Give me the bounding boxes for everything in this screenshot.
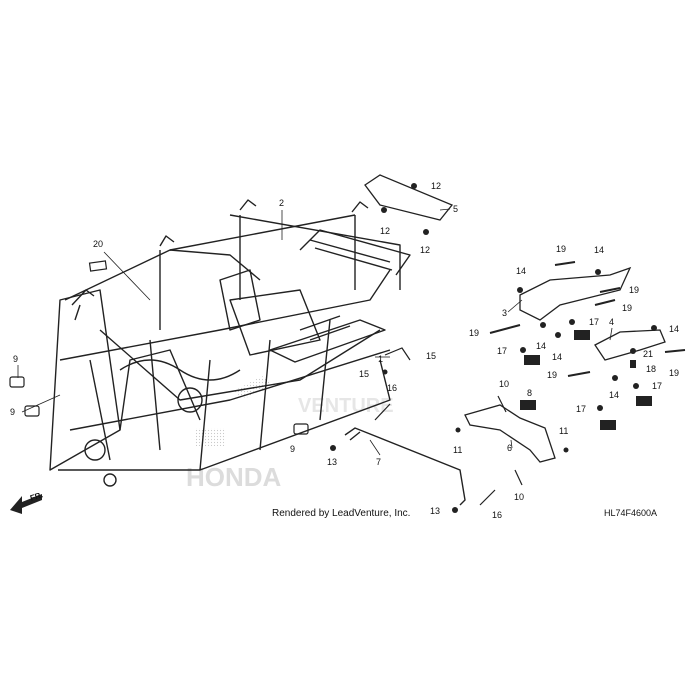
- callout-16-a: 16: [387, 383, 397, 393]
- callout-19-e: 19: [547, 370, 557, 380]
- part-9-bushing-right: [293, 423, 309, 435]
- callout-20: 20: [93, 239, 103, 249]
- part-16-bolt-lower: [479, 489, 496, 506]
- callout-4: 4: [609, 317, 614, 327]
- callout-8-a: 8: [527, 388, 532, 398]
- part-19-bolt-c: [594, 299, 616, 306]
- part-20-pad: [88, 260, 108, 272]
- diagram-code: HL74F4600A: [604, 508, 658, 518]
- callout-13-a: 13: [327, 457, 337, 467]
- callout-14-c: 14: [536, 341, 546, 351]
- callout-5: 5: [453, 204, 458, 214]
- callout-10-a: 10: [499, 379, 509, 389]
- callout-labels: 1 2 3 4 5 6 7 8 9 9 9 10 10 11 11 12 12 …: [10, 181, 679, 520]
- part-10-bolt-upper: [497, 395, 507, 413]
- part-15-bolt: [382, 369, 388, 375]
- callout-19-c: 19: [622, 303, 632, 313]
- part-13-nut-lower: [452, 507, 458, 513]
- callout-12-a: 12: [431, 181, 441, 191]
- callout-17-a: 17: [589, 317, 599, 327]
- callout-14-f: 14: [609, 390, 619, 400]
- watermark-text: VENTURE: [298, 395, 394, 417]
- callout-9-b: 9: [10, 407, 15, 417]
- callout-7: 7: [376, 457, 381, 467]
- part-4-mount: [594, 329, 666, 361]
- callout-17-d: 17: [576, 404, 586, 414]
- callout-15-b: 15: [359, 369, 369, 379]
- callout-12-c: 12: [420, 245, 430, 255]
- part-1-bracket: [384, 347, 411, 361]
- callout-16-b: 16: [492, 510, 502, 520]
- callout-12-b: 12: [380, 226, 390, 236]
- part-5-plate: [364, 174, 454, 221]
- part-8-mounts: [520, 330, 652, 430]
- callout-13-b: 13: [430, 506, 440, 516]
- callout-14-e: 14: [669, 324, 679, 334]
- callout-18: 18: [646, 364, 656, 374]
- part-10-bolt-lower: [514, 469, 523, 486]
- callout-19-b: 19: [629, 285, 639, 295]
- render-credit: Rendered by LeadVenture, Inc.: [272, 508, 411, 519]
- callout-19-f: 19: [669, 368, 679, 378]
- part-19-bolt-f: [664, 349, 686, 353]
- callout-14-b: 14: [516, 266, 526, 276]
- watermark-brand: HONDA: [186, 462, 282, 492]
- part-19-bolt-a: [554, 261, 576, 266]
- front-direction-arrow-icon: [10, 494, 42, 514]
- part-3-mount: [519, 266, 632, 321]
- callout-15-a: 15: [426, 351, 436, 361]
- callout-10-b: 10: [514, 492, 524, 502]
- part-9-bushing-upper: [9, 376, 25, 388]
- callout-2: 2: [279, 198, 284, 208]
- callout-19-d: 19: [469, 328, 479, 338]
- part-19-bolt-e: [567, 371, 591, 377]
- leader-lines: [17, 208, 613, 456]
- callout-9-c: 9: [290, 444, 295, 454]
- part-11-nut-right: [563, 447, 569, 453]
- callout-17-b: 17: [497, 346, 507, 356]
- callout-17-c: 17: [652, 381, 662, 391]
- part-6-bracket: [464, 404, 556, 463]
- callout-14-d: 14: [552, 352, 562, 362]
- callout-1: 1: [378, 354, 383, 364]
- part-11-nut-left: [455, 427, 461, 433]
- callout-11-a: 11: [453, 445, 462, 455]
- watermark-wing: [196, 428, 226, 446]
- callout-3: 3: [502, 308, 507, 318]
- part-16-bolt-upper: [374, 403, 391, 421]
- part-13-nut-upper: [330, 445, 336, 451]
- callout-19-a: 19: [556, 244, 566, 254]
- part-12-nut-a: [411, 183, 417, 189]
- part-19-bolt-d: [599, 287, 621, 293]
- part-12-nut-b: [381, 207, 387, 213]
- small-fasteners: [517, 269, 657, 411]
- callout-14-a: 14: [594, 245, 604, 255]
- part-12-nut-c: [423, 229, 429, 235]
- callout-21: 21: [643, 349, 653, 359]
- callout-11-b: 11: [559, 426, 568, 436]
- watermark-logo: [232, 376, 272, 398]
- watermark: VENTURE HONDA: [186, 376, 394, 492]
- callout-6: 6: [507, 443, 512, 453]
- part-7-bar: [344, 427, 466, 506]
- callout-9-a: 9: [13, 354, 18, 364]
- main-frame: [49, 199, 411, 487]
- part-19-bolt-b: [489, 324, 521, 334]
